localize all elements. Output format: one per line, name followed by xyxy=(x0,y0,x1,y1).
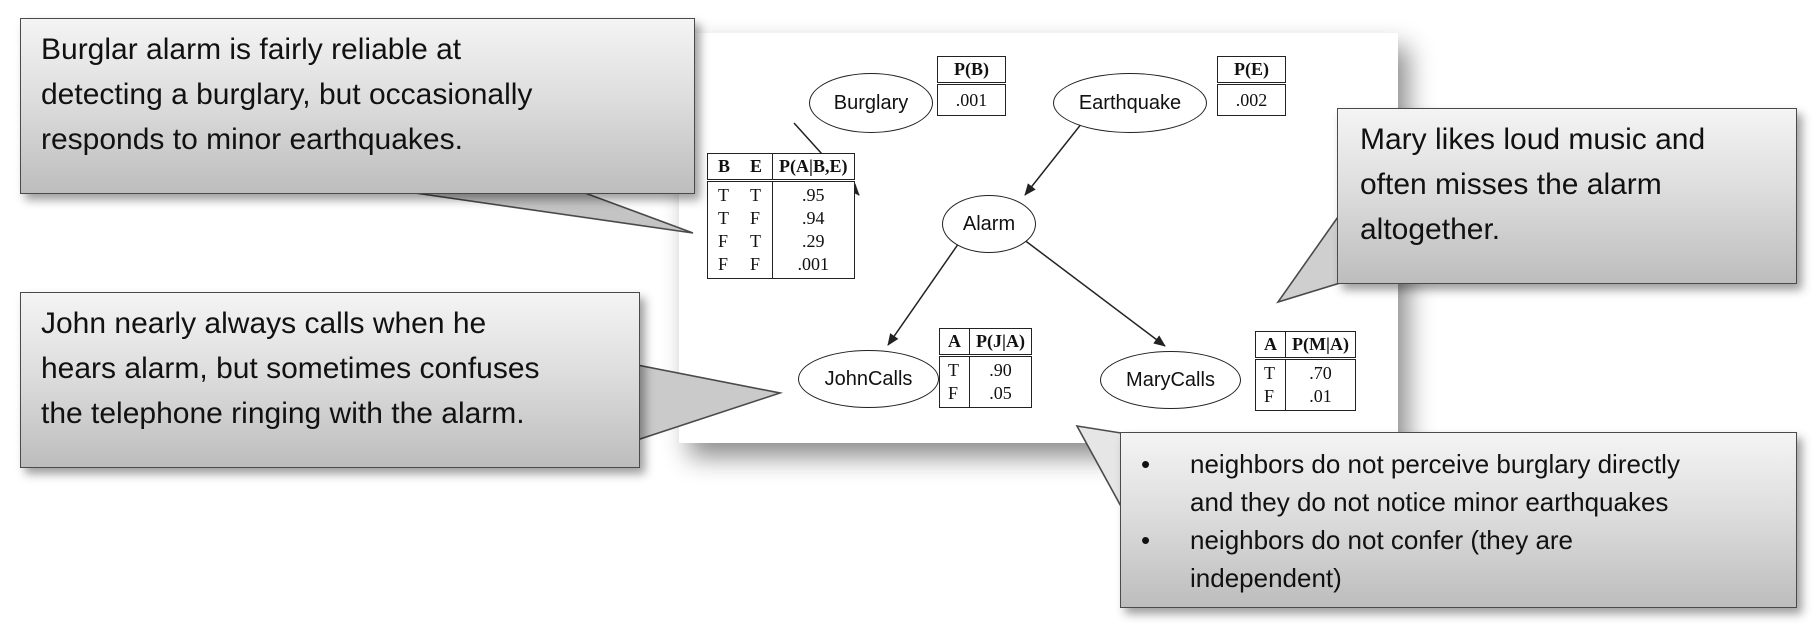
cpt-value: .002 xyxy=(1235,90,1268,110)
node-earthquake: Earthquake xyxy=(1053,73,1207,133)
cpt-cell: .29 xyxy=(772,230,854,253)
cpt-header: P(B) xyxy=(937,56,1006,85)
callout-neighbors: neighbors do not perceive burglary direc… xyxy=(1120,432,1797,608)
callout-line: Burglar alarm is fairly reliable at xyxy=(41,33,462,66)
cpt-cell: F xyxy=(1264,386,1275,406)
callout-line: responds to minor earthquakes. xyxy=(41,123,463,156)
cpt-cell: .95 xyxy=(772,180,854,207)
cpt-earthquake: P(E) .002 xyxy=(1217,56,1286,116)
edge-alarm-marycalls xyxy=(1018,235,1166,347)
callout-text: John nearly always calls when he hears a… xyxy=(21,293,639,436)
node-burglary: Burglary xyxy=(809,73,933,133)
bullet-item: neighbors do not confer (they are indepe… xyxy=(1141,521,1784,597)
bullet-line: neighbors do not confer (they are xyxy=(1190,525,1574,555)
callout-line: detecting a burglary, but occasionally xyxy=(41,78,533,111)
bullet-line: neighbors do not perceive burglary direc… xyxy=(1190,449,1680,479)
cpt-cell: F xyxy=(948,383,959,403)
node-marycalls: MaryCalls xyxy=(1100,351,1241,409)
cpt-header: P(A|B,E) xyxy=(772,153,854,182)
cpt-cell: .001 xyxy=(772,253,854,279)
cpt-burglary: P(B) .001 xyxy=(937,56,1006,116)
cpt-cell: T xyxy=(718,185,729,205)
callout-text: Burglar alarm is fairly reliable at dete… xyxy=(21,19,694,162)
bullet-line: independent) xyxy=(1190,563,1342,593)
callout-john: John nearly always calls when he hears a… xyxy=(20,292,640,468)
callout-line: Mary likes loud music and xyxy=(1360,123,1706,156)
cpt-header: A xyxy=(1255,331,1286,360)
bullet-item: neighbors do not perceive burglary direc… xyxy=(1141,445,1784,521)
bullet-line: and they do not notice minor earthquakes xyxy=(1190,487,1669,517)
cpt-cell: F xyxy=(718,254,729,274)
cpt-header: P(J|A) xyxy=(969,328,1032,357)
cpt-cell: T xyxy=(750,231,762,251)
callout-line: often misses the alarm xyxy=(1360,168,1662,201)
callout-line: altogether. xyxy=(1360,213,1501,246)
cpt-header: E xyxy=(740,153,773,182)
cpt-header: B xyxy=(707,153,741,182)
cpt-cell: .01 xyxy=(1285,385,1356,411)
cpt-cell: .05 xyxy=(969,382,1032,408)
cpt-header: P(M|A) xyxy=(1285,331,1356,360)
cpt-cell: T xyxy=(1264,363,1275,383)
callout-line: the telephone ringing with the alarm. xyxy=(41,397,525,430)
cpt-cell: F xyxy=(750,208,761,228)
edge-alarm-johncalls xyxy=(887,239,962,346)
callout-line: hears alarm, but sometimes confuses xyxy=(41,352,540,385)
cpt-cell: T xyxy=(750,185,762,205)
callout-line: John nearly always calls when he xyxy=(41,307,487,340)
cpt-header: A xyxy=(939,328,970,357)
cpt-cell: .90 xyxy=(969,355,1032,382)
edge-earthquake-alarm xyxy=(1024,122,1083,196)
cpt-marycalls: A P(M|A) T .70 F .01 xyxy=(1255,331,1356,411)
cpt-cell: F xyxy=(718,231,729,251)
cpt-cell: T xyxy=(948,360,959,380)
callout-mary: Mary likes loud music and often misses t… xyxy=(1337,108,1797,284)
cpt-alarm: B E P(A|B,E) T T .95 T F .94 F T .29 F F… xyxy=(707,153,855,279)
node-johncalls: JohnCalls xyxy=(798,350,939,408)
node-alarm: Alarm xyxy=(942,195,1036,253)
cpt-header: P(E) xyxy=(1217,56,1286,85)
cpt-cell: .70 xyxy=(1285,358,1356,385)
callout-burglar: Burglar alarm is fairly reliable at dete… xyxy=(20,18,695,194)
callout-text: Mary likes loud music and often misses t… xyxy=(1338,109,1796,252)
diagram-panel: Burglary Earthquake Alarm JohnCalls Mary… xyxy=(679,33,1398,443)
cpt-cell: T xyxy=(718,208,729,228)
cpt-cell: F xyxy=(750,254,761,274)
cpt-johncalls: A P(J|A) T .90 F .05 xyxy=(939,328,1032,408)
bullet-list: neighbors do not perceive burglary direc… xyxy=(1121,433,1796,597)
cpt-value: .001 xyxy=(955,90,988,110)
cpt-cell: .94 xyxy=(772,207,854,230)
